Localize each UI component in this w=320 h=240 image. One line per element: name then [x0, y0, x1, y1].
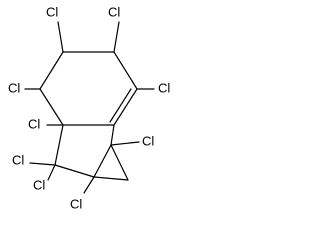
atom-label-cl-right-bridgehead: Cl	[142, 133, 154, 148]
chemical-structure-diagram: Cl Cl Cl Cl Cl Cl Cl Cl Cl	[8, 4, 170, 211]
atom-label-cl-ring-junction: Cl	[28, 116, 40, 131]
atom-label-cl-bottom-bridgehead: Cl	[70, 196, 82, 211]
atom-label-cl-top-left: Cl	[46, 4, 58, 19]
bond-h-i	[93, 144, 112, 178]
bond-i-d	[110, 124, 115, 146]
bond-cl-top-right	[113, 21, 120, 53]
bond-e-g	[54, 124, 64, 166]
bond-f-a	[39, 51, 64, 90]
bond-i-j	[110, 144, 129, 181]
bond-e-f	[39, 88, 64, 126]
atom-label-cl-mid-right: Cl	[158, 80, 170, 95]
atom-label-cl-mid-left: Cl	[8, 80, 20, 95]
bond-cl-right-bridgehead	[110, 141, 140, 146]
atom-label-cl-gem-upper: Cl	[12, 152, 24, 167]
bond-c-d	[113, 88, 138, 126]
bond-cl-gem-lower	[47, 164, 56, 181]
bond-cl-gem-upper	[29, 162, 56, 166]
bond-b-c	[113, 51, 138, 90]
atom-label-cl-top-right: Cl	[108, 4, 120, 19]
bond-g-h	[54, 164, 95, 178]
bond-c-d-double	[109, 88, 132, 123]
bond-h-j	[93, 176, 129, 181]
bond-cl-bottom-bridgehead	[83, 176, 95, 194]
bond-cl-top-left	[57, 21, 64, 53]
atom-label-cl-gem-lower: Cl	[33, 177, 45, 192]
